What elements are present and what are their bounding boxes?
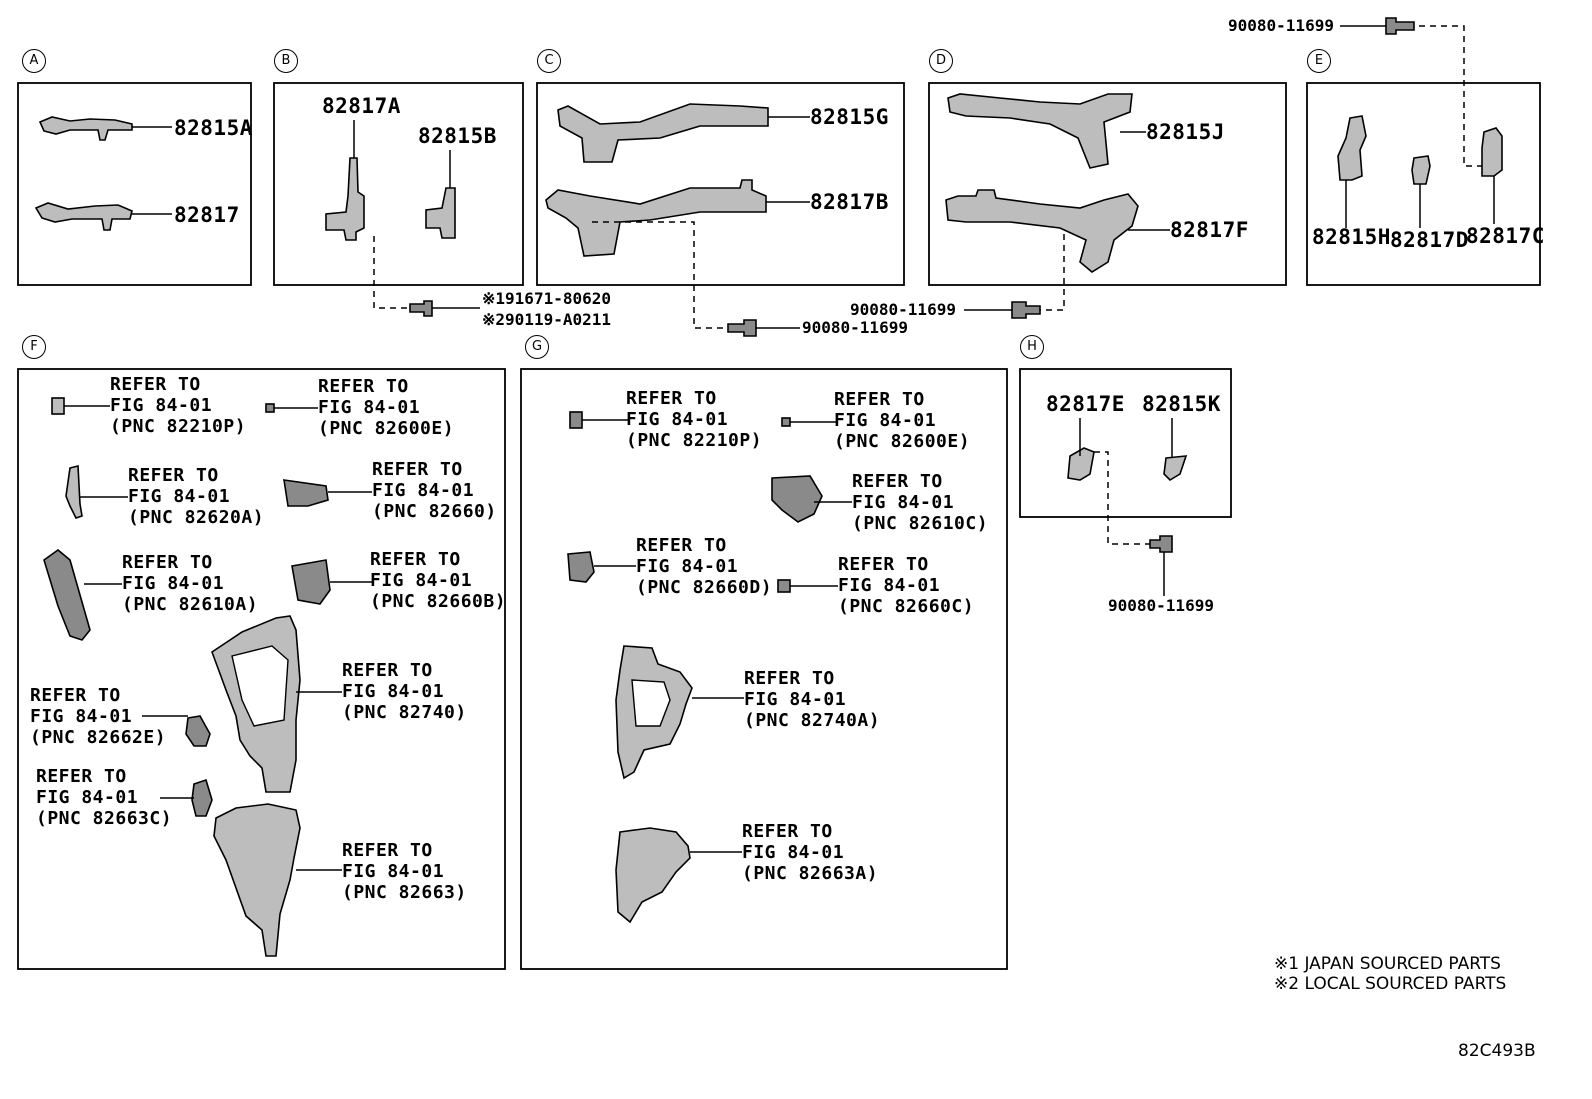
section-frame-e: [1306, 82, 1541, 286]
part-f-82600e-shape: [265, 403, 275, 413]
part-number-82815b[interactable]: 82815B: [418, 124, 497, 148]
part-82817e-shape: [1067, 447, 1095, 481]
part-number-82817b[interactable]: 82817B: [810, 190, 889, 214]
ref-f-82610a[interactable]: REFER TO FIG 84-01 (PNC 82610A): [122, 552, 259, 615]
diagram-id: 82C493B: [1458, 1041, 1536, 1061]
section-letter-e: E: [1307, 49, 1331, 73]
part-82817b-shape: [545, 179, 767, 257]
part-g-82660d-shape: [567, 551, 595, 583]
ref-f-82600e[interactable]: REFER TO FIG 84-01 (PNC 82600E): [318, 376, 455, 439]
part-82817f-shape: [945, 189, 1139, 273]
section-letter-f: F: [22, 335, 46, 359]
ref-g-82740a[interactable]: REFER TO FIG 84-01 (PNC 82740A): [744, 668, 881, 731]
part-g-82660c-shape: [777, 579, 791, 593]
part-g-82663a-shape: [615, 827, 691, 924]
part-number-82817c[interactable]: 82817C: [1466, 224, 1545, 248]
part-number-82815a[interactable]: 82815A: [174, 116, 253, 140]
ref-f-82660b[interactable]: REFER TO FIG 84-01 (PNC 82660B): [370, 549, 507, 612]
section-frame-f: [17, 368, 506, 970]
ref-g-82663a[interactable]: REFER TO FIG 84-01 (PNC 82663A): [742, 821, 879, 884]
part-82815h-shape: [1337, 115, 1367, 181]
part-f-82210p-shape: [51, 397, 65, 415]
part-82815b-shape: [425, 187, 456, 239]
part-f-82663c-shape: [191, 778, 213, 817]
part-f-82660-shape: [283, 479, 329, 507]
ref-f-82660[interactable]: REFER TO FIG 84-01 (PNC 82660): [372, 459, 497, 522]
ref-f-82662e[interactable]: REFER TO FIG 84-01 (PNC 82662E): [30, 685, 167, 748]
part-82817a-shape: [325, 157, 365, 241]
part-number-82817d[interactable]: 82817D: [1390, 228, 1469, 252]
part-g-82210p-shape: [569, 411, 583, 429]
note-japan-sourced: ※1 JAPAN SOURCED PARTS: [1274, 954, 1501, 974]
part-f-82660b-shape: [291, 559, 331, 605]
fastener-h-bolt[interactable]: 90080-11699: [1108, 596, 1214, 615]
part-number-82815k[interactable]: 82815K: [1142, 392, 1221, 416]
section-letter-c: C: [537, 49, 561, 73]
section-frame-a: [17, 82, 252, 286]
part-number-82817a[interactable]: 82817A: [322, 94, 401, 118]
part-82817d-shape: [1411, 155, 1431, 185]
clip-b-shape: [409, 300, 433, 317]
section-letter-b: B: [274, 49, 298, 73]
fastener-b-clip-1[interactable]: ※191671-80620: [482, 289, 611, 308]
part-82815a-shape: [38, 116, 133, 141]
ref-g-82600e[interactable]: REFER TO FIG 84-01 (PNC 82600E): [834, 389, 971, 452]
part-f-82662e-shape: [185, 715, 211, 747]
ref-f-82620a[interactable]: REFER TO FIG 84-01 (PNC 82620A): [128, 465, 265, 528]
part-f-82610a-shape: [43, 548, 91, 641]
part-number-82817f[interactable]: 82817F: [1170, 218, 1249, 242]
fastener-d-bolt[interactable]: 90080-11699: [850, 300, 956, 319]
part-82815g-shape: [557, 103, 769, 163]
section-frame-h: [1019, 368, 1232, 518]
part-82817c-shape: [1481, 127, 1503, 177]
part-f-82663-shape: [213, 803, 301, 957]
part-g-82600e-shape: [781, 417, 791, 427]
section-letter-a: A: [22, 49, 46, 73]
part-82817-shape: [34, 202, 133, 231]
part-f-82620a-shape: [65, 464, 83, 519]
part-number-82815j[interactable]: 82815J: [1146, 120, 1225, 144]
part-number-82817e[interactable]: 82817E: [1046, 392, 1125, 416]
fastener-c-bolt[interactable]: 90080-11699: [802, 318, 908, 337]
part-82815k-shape: [1163, 455, 1188, 482]
bolt-c-shape: [727, 319, 757, 337]
ref-g-82660d[interactable]: REFER TO FIG 84-01 (PNC 82660D): [636, 535, 773, 598]
bolt-h-shape: [1149, 535, 1173, 553]
section-frame-b: [273, 82, 524, 286]
ref-f-82210p[interactable]: REFER TO FIG 84-01 (PNC 82210P): [110, 374, 247, 437]
part-82815j-shape: [947, 93, 1133, 169]
part-number-82815g[interactable]: 82815G: [810, 105, 889, 129]
ref-f-82663[interactable]: REFER TO FIG 84-01 (PNC 82663): [342, 840, 467, 903]
part-g-82610c-shape: [771, 475, 823, 523]
bolt-top-right-shape: [1385, 17, 1415, 35]
ref-f-82740[interactable]: REFER TO FIG 84-01 (PNC 82740): [342, 660, 467, 723]
section-letter-h: H: [1020, 335, 1044, 359]
section-frame-g: [520, 368, 1008, 970]
part-number-82815h[interactable]: 82815H: [1312, 225, 1391, 249]
section-frame-d: [928, 82, 1287, 286]
section-letter-g: G: [525, 335, 549, 359]
bolt-d-shape: [1011, 301, 1041, 319]
fastener-top-right[interactable]: 90080-11699: [1228, 16, 1334, 35]
section-frame-c: [536, 82, 905, 286]
note-local-sourced: ※2 LOCAL SOURCED PARTS: [1274, 974, 1507, 994]
ref-g-82660c[interactable]: REFER TO FIG 84-01 (PNC 82660C): [838, 554, 975, 617]
section-letter-d: D: [929, 49, 953, 73]
part-number-82817[interactable]: 82817: [174, 203, 240, 227]
ref-g-82610c[interactable]: REFER TO FIG 84-01 (PNC 82610C): [852, 471, 989, 534]
ref-f-82663c[interactable]: REFER TO FIG 84-01 (PNC 82663C): [36, 766, 173, 829]
ref-g-82210p[interactable]: REFER TO FIG 84-01 (PNC 82210P): [626, 388, 763, 451]
fastener-b-clip-2[interactable]: ※290119-A0211: [482, 310, 611, 329]
